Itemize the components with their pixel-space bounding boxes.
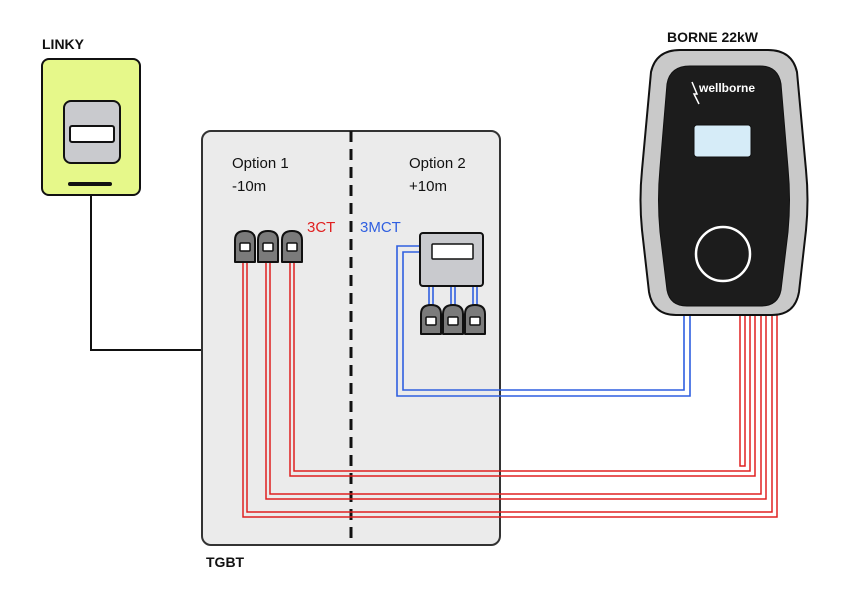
current-clamp-icon <box>257 230 279 263</box>
mct3-label: 3MCT <box>360 219 401 236</box>
current-clamp-icon <box>464 304 486 335</box>
borne-label: BORNE 22kW <box>667 29 759 45</box>
modular-meter-icon <box>419 232 484 287</box>
linky-meter-icon <box>41 58 141 196</box>
blue-wires <box>396 245 691 397</box>
option2-title: Option 2 <box>409 155 466 172</box>
ct3-label: 3CT <box>307 219 335 236</box>
wellborne-charger-icon <box>639 49 809 316</box>
option1-title: Option 1 <box>232 155 289 172</box>
red-wires <box>242 262 778 518</box>
linky-cable <box>90 195 204 351</box>
current-clamp-icon <box>442 304 464 335</box>
option2-distance: +10m <box>409 178 447 195</box>
tgbt-label: TGBT <box>206 554 245 570</box>
option1-distance: -10m <box>232 178 266 195</box>
current-clamp-icon <box>281 230 303 263</box>
brand-logo: wellborne <box>698 81 755 95</box>
current-clamp-icon <box>420 304 442 335</box>
current-clamp-icon <box>234 230 256 263</box>
linky-label: LINKY <box>42 36 85 52</box>
